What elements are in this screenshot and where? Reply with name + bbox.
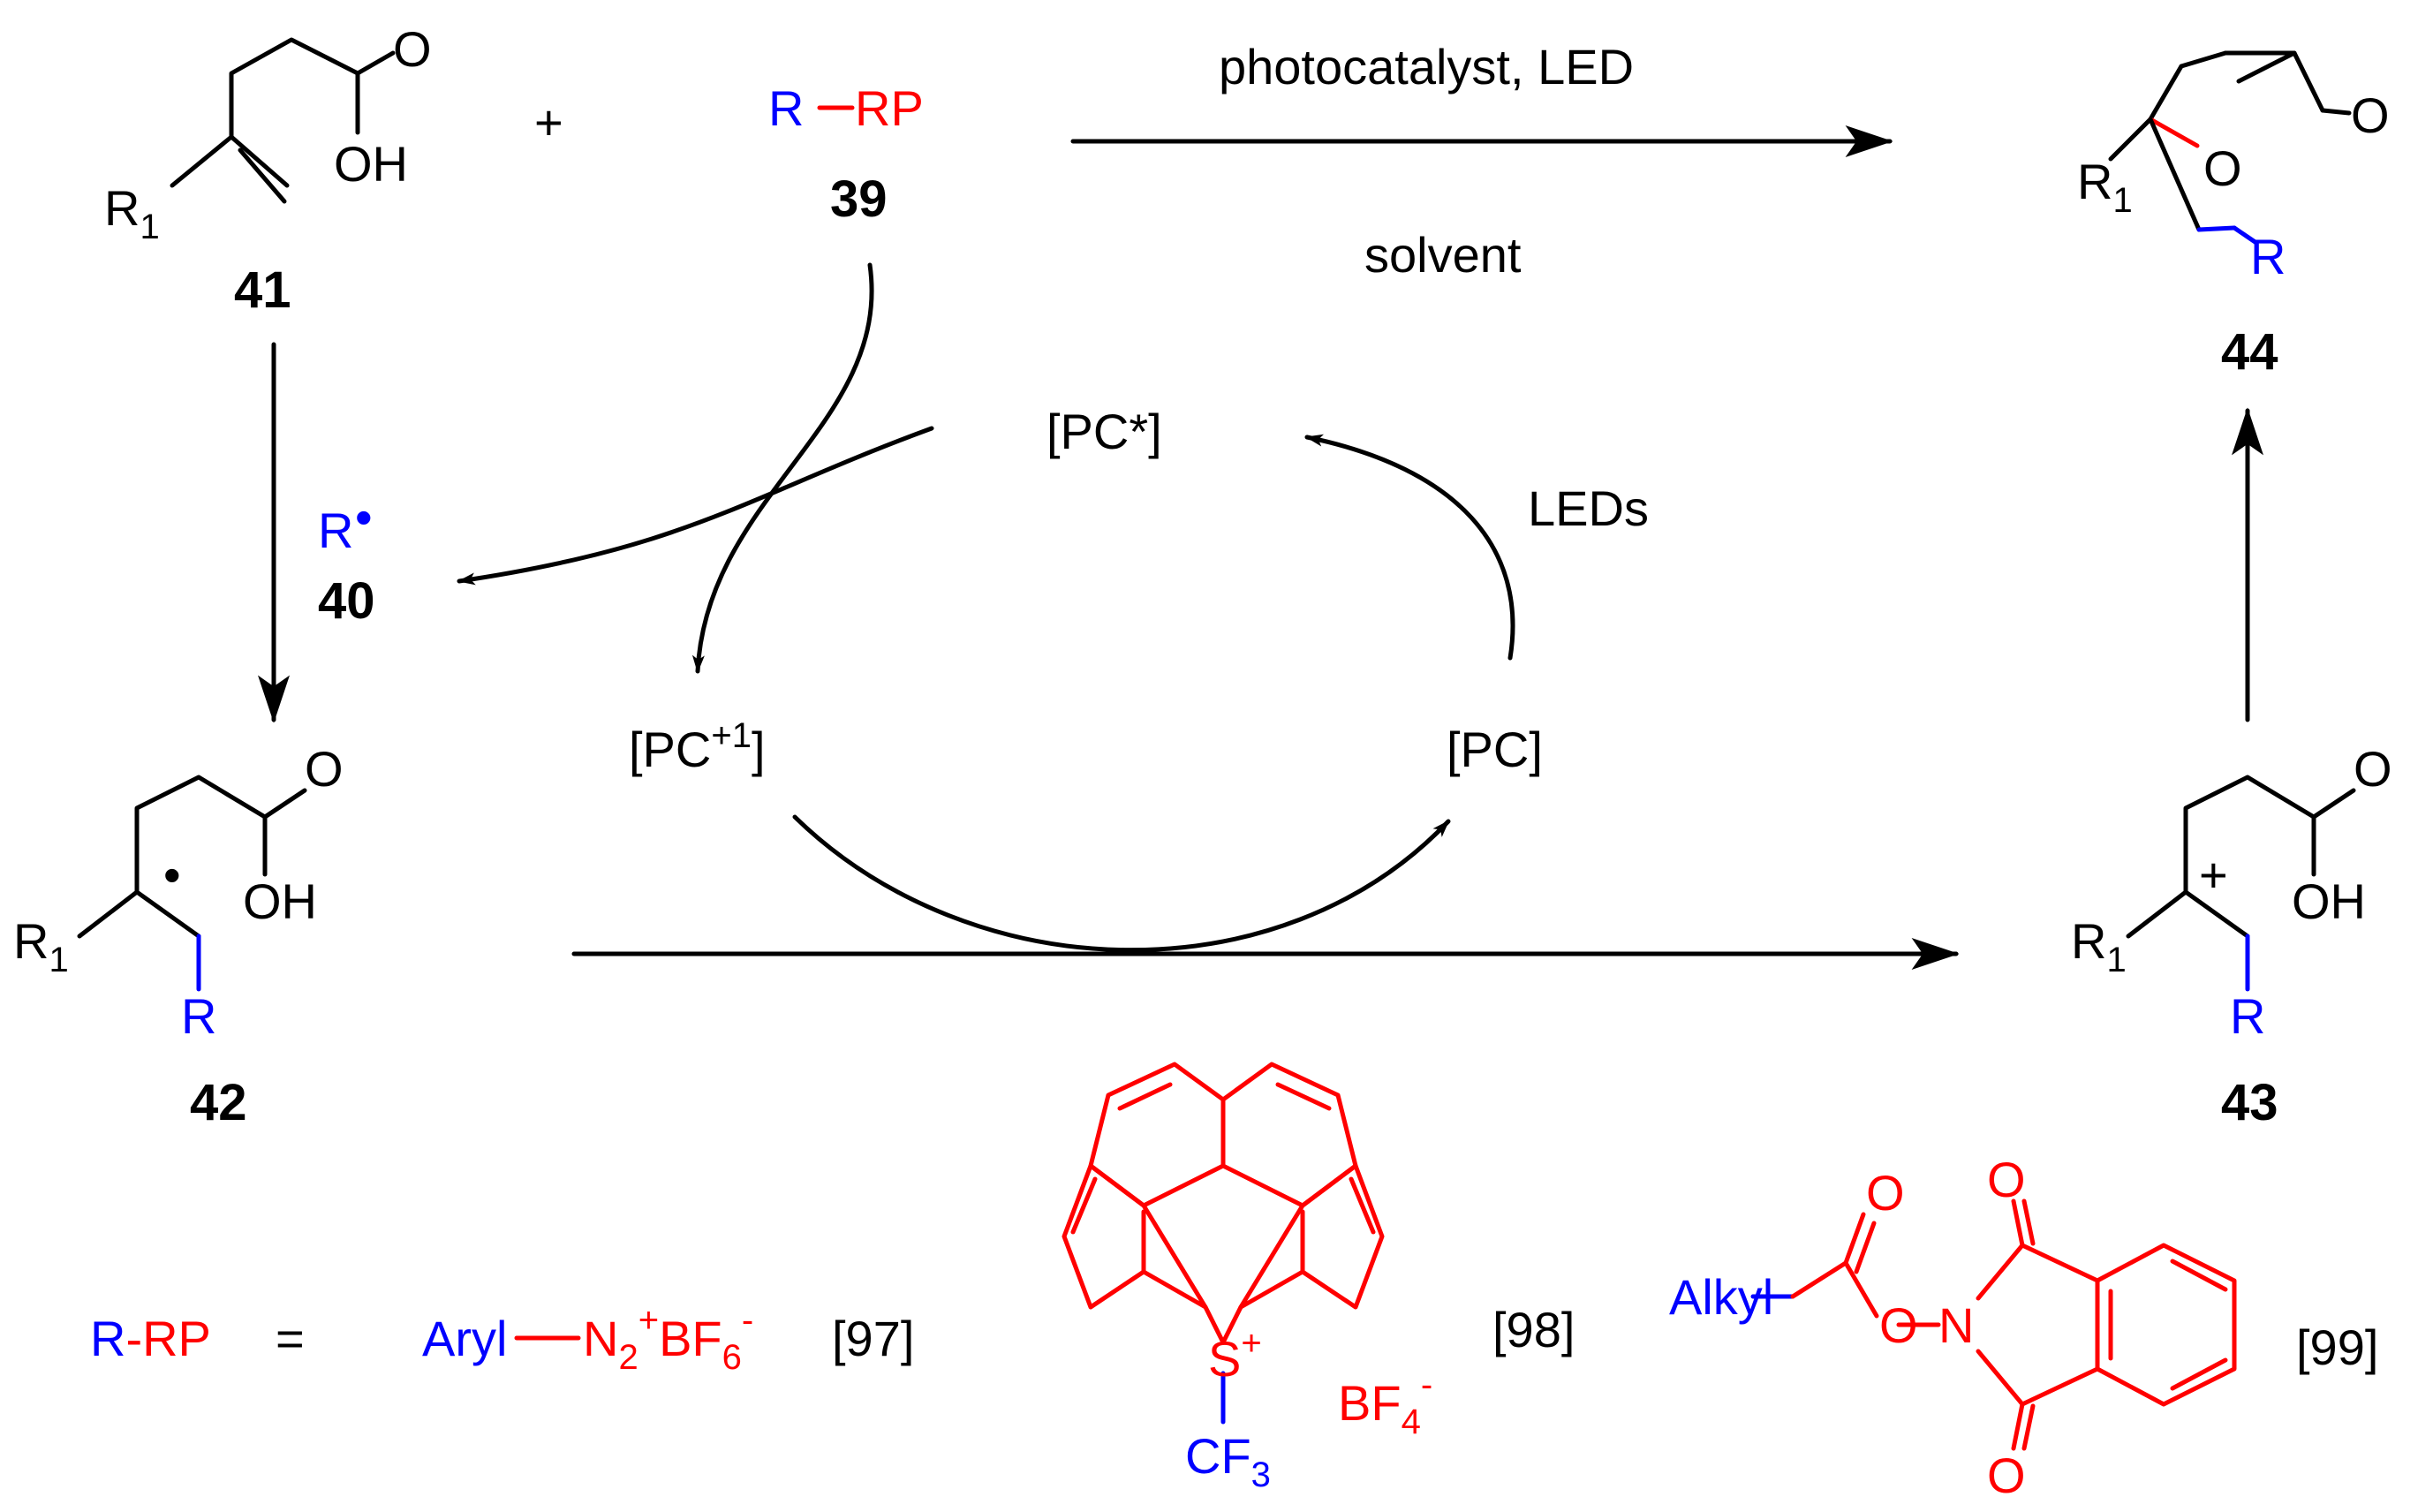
compound-41-label: 41: [234, 261, 291, 319]
ref-97: [97]: [832, 1311, 914, 1366]
nhpi-ester-structure: [1750, 1198, 2237, 1451]
imide-o-top: O: [1987, 1152, 2026, 1207]
c39-rp: RP: [855, 80, 924, 136]
condition-leds: LEDs: [1528, 480, 1649, 536]
compound-39-label: 39: [830, 170, 888, 228]
c39-r: R: [768, 80, 804, 136]
c44-r: R: [2250, 229, 2286, 284]
definition-equals: =: [276, 1311, 305, 1366]
compound-42-structure: [77, 775, 307, 992]
ester-o-carbonyl: O: [1866, 1165, 1905, 1221]
pc-ground: [PC]: [1447, 722, 1543, 777]
pc-oxidized: [PC+1]: [629, 716, 766, 777]
ester-o-link: O: [1879, 1297, 1918, 1353]
ref-99: [99]: [2296, 1319, 2378, 1375]
radical-r: R: [318, 503, 353, 558]
arrow-39-to-pcox: [691, 262, 874, 674]
plus-sign: +: [534, 94, 563, 150]
compound-42-label: 42: [190, 1074, 247, 1131]
imide-n: N: [1938, 1297, 1974, 1353]
compound-41-structure: [170, 37, 396, 204]
c43-o: O: [2354, 741, 2392, 797]
definition-label: R-RP: [90, 1311, 211, 1366]
c42-r: R: [181, 988, 216, 1044]
sulfonium-s: S+: [1208, 1324, 1262, 1387]
arrow-pcox-to-pc: [792, 814, 1451, 953]
diazonium-label: N2+BF6-: [583, 1301, 753, 1377]
compound-43-structure: [2126, 775, 2356, 992]
arrow-pcstar-to-radical: [457, 426, 934, 586]
c41-o: O: [393, 21, 432, 77]
pc-excited: [PC*]: [1046, 404, 1162, 459]
compound-40-label: 40: [318, 572, 375, 630]
radical-dot: •: [355, 489, 373, 545]
compound-44-structure: [2108, 50, 2352, 246]
c42-r1: R1: [13, 913, 69, 979]
compound-44-label: 44: [2221, 323, 2278, 381]
condition-bottom: solvent: [1364, 227, 1522, 283]
c41-oh: OH: [334, 136, 408, 192]
c42-oh: OH: [243, 873, 317, 929]
c44-r1: R1: [2077, 154, 2133, 220]
compound-43-label: 43: [2221, 1074, 2278, 1131]
ref-98: [98]: [1492, 1302, 1575, 1357]
aryl-label: Aryl: [422, 1311, 507, 1366]
imide-o-bottom: O: [1987, 1448, 2026, 1503]
sulfonium-bf4: BF4-: [1338, 1365, 1432, 1441]
c43-r: R: [2230, 988, 2265, 1044]
sulfonium-cf3: CF3: [1185, 1428, 1271, 1494]
c43-r1: R1: [2071, 913, 2127, 979]
c42-o: O: [305, 741, 344, 797]
c42-radical-dot: •: [163, 847, 181, 903]
c44-o-ring: O: [2203, 140, 2242, 196]
c43-oh: OH: [2292, 873, 2366, 929]
alkyl-label: Alkyl: [1669, 1269, 1773, 1325]
c44-o-carbonyl: O: [2351, 87, 2390, 143]
c43-cation: +: [2199, 847, 2228, 903]
arrow-pc-to-pcstar: [1304, 434, 1515, 661]
dibenzothiophenium-structure: [1062, 1062, 1385, 1345]
condition-top: photocatalyst, LED: [1219, 39, 1634, 94]
c41-r1: R1: [104, 180, 160, 246]
